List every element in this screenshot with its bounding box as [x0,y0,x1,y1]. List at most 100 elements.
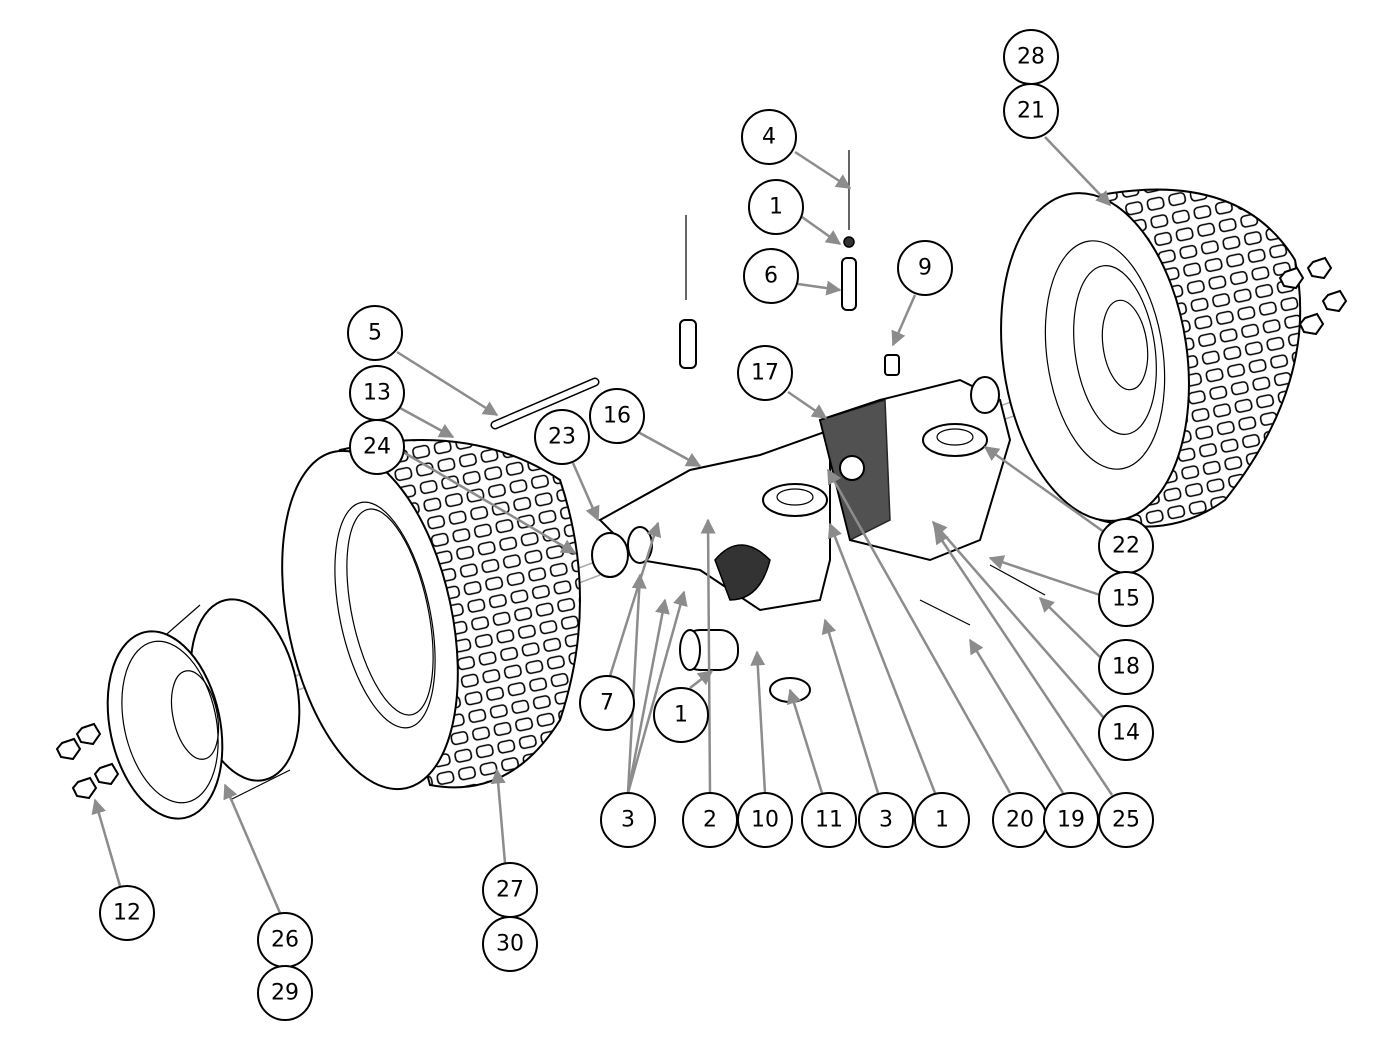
callout-number: 6 [764,264,778,289]
callout-number: 28 [1017,45,1045,70]
callout-26: 26 [257,912,313,968]
callout-7: 7 [579,675,635,731]
callout-number: 30 [496,932,524,957]
leader-arrow-20 [826,468,1012,794]
callout-number: 3 [879,808,893,833]
callout-11: 11 [801,792,857,848]
leader-arrow-1 [827,522,937,794]
callout-number: 14 [1112,721,1140,746]
callout-circle [653,687,709,743]
callout-circle [897,240,953,296]
callout-5: 5 [347,305,403,361]
callout-number: 18 [1112,655,1140,680]
callout-circle [737,345,793,401]
callout-number: 13 [363,381,391,406]
callout-number: 26 [271,928,299,953]
leader-arrow-27 [490,768,507,864]
leader-arrow-13 [399,406,455,439]
callout-17: 17 [737,345,793,401]
callout-circle [1098,639,1154,695]
callout-22: 22 [1098,518,1154,574]
transaxle-housing [591,376,1012,612]
callout-number: 11 [815,808,843,833]
callout-circle [1003,83,1059,139]
leader-arrow-21 [1044,136,1112,207]
leader-arrow-4 [794,150,852,190]
leader-arrow-22 [983,445,1105,534]
callout-number: 29 [271,981,299,1006]
callout-number: 15 [1112,587,1140,612]
callout-circle [99,885,155,941]
callout-circle [748,179,804,235]
callout-13: 13 [349,365,405,421]
callout-29: 29 [257,965,313,1021]
callout-1: 1 [748,179,804,235]
callout-circle [741,109,797,165]
callout-circle [589,388,645,444]
callout-circle [1098,705,1154,761]
right-lug-nuts [1278,256,1348,336]
callout-circle [257,965,313,1021]
callout-14: 14 [1098,705,1154,761]
callout-18: 18 [1098,639,1154,695]
callout-number: 7 [600,691,614,716]
callout-number: 1 [935,808,949,833]
callout-number: 21 [1017,99,1045,124]
callout-1: 1 [653,687,709,743]
callout-3: 3 [858,792,914,848]
leader-arrow-12 [91,798,122,887]
hardware [490,150,1046,703]
leader-arrow-1 [801,215,842,246]
callout-circle [1098,792,1154,848]
callout-circle [858,792,914,848]
leader-arrow-3 [626,598,670,794]
callout-circle [579,675,635,731]
left-tire [281,439,581,791]
callout-circle [600,792,656,848]
leader-arrow-14 [932,520,1105,719]
callout-circle [482,916,538,972]
callout-number: 23 [548,425,576,450]
callout-30: 30 [482,916,538,972]
callout-12: 12 [99,885,155,941]
leader-arrow-25 [933,528,1114,796]
callout-circle [347,305,403,361]
callout-number: 19 [1057,808,1085,833]
leader-lines [91,136,1114,914]
callout-20: 20 [992,792,1048,848]
callout-28: 28 [1003,29,1059,85]
callout-circle [914,792,970,848]
callout-21: 21 [1003,83,1059,139]
leader-arrow-17 [787,390,828,420]
callout-circle [1098,571,1154,627]
callout-16: 16 [589,388,645,444]
leader-arrow-2 [700,518,716,794]
leader-arrow-5 [396,350,499,417]
callout-number: 16 [603,404,631,429]
callout-1: 1 [914,792,970,848]
callout-19: 19 [1043,792,1099,848]
callout-number: 12 [113,901,141,926]
leader-arrow-16 [637,430,702,468]
leader-arrow-11 [786,688,824,794]
callout-25: 25 [1098,792,1154,848]
callout-number: 22 [1112,534,1140,559]
leader-arrow-24 [402,450,577,555]
callout-number: 5 [368,321,382,346]
callout-number: 1 [674,703,688,728]
leader-arrow-26 [223,783,282,914]
leader-arrow-19 [968,638,1065,794]
callout-4: 4 [741,109,797,165]
leader-arrow-7 [608,521,662,677]
callout-27: 27 [482,862,538,918]
callout-24: 24 [349,419,405,475]
callout-circle [534,409,590,465]
leader-arrow-6 [797,280,842,296]
callout-9: 9 [897,240,953,296]
leader-arrow-10 [750,650,767,794]
left-rim [106,598,301,820]
callout-number: 9 [918,256,932,281]
callout-number: 10 [751,808,779,833]
leader-arrow-3 [821,618,880,794]
